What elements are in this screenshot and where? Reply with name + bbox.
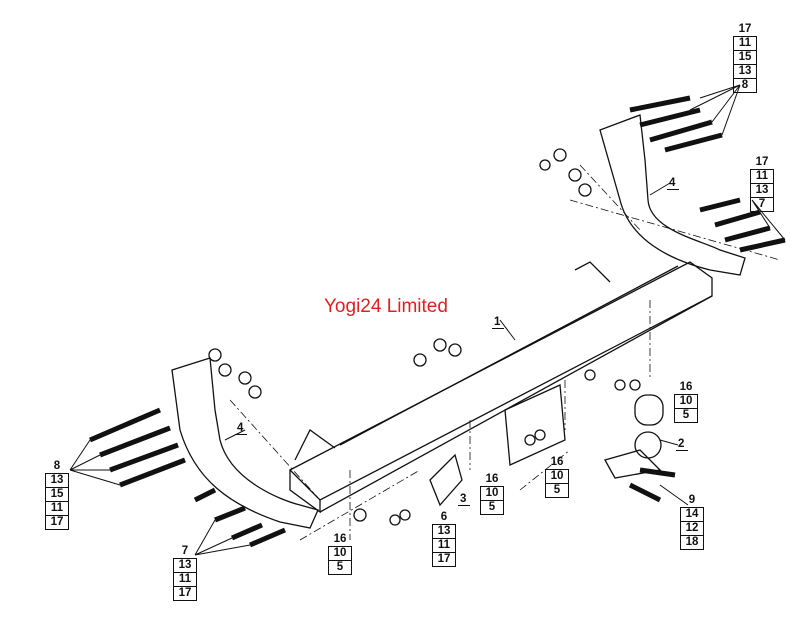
stack-item: 12 bbox=[680, 522, 704, 536]
stack-item: 11 bbox=[45, 502, 69, 516]
bracket-left bbox=[171, 357, 319, 529]
stack-item: 15 bbox=[733, 51, 757, 65]
stack-item: 16 bbox=[545, 456, 569, 470]
stack-item: 11 bbox=[432, 539, 456, 553]
stack-item: 6 bbox=[432, 511, 456, 525]
stack-item: 17 bbox=[733, 23, 757, 37]
stack-item: 17 bbox=[173, 587, 197, 601]
stack-item: 13 bbox=[432, 525, 456, 539]
stack-item: 13 bbox=[45, 474, 69, 488]
stack-item: 18 bbox=[680, 536, 704, 550]
stack-item: 13 bbox=[733, 65, 757, 79]
bolts bbox=[89, 95, 786, 548]
main-beam bbox=[288, 261, 713, 514]
stack-item: 16 bbox=[674, 381, 698, 395]
stack-item: 17 bbox=[45, 516, 69, 530]
bracket-right bbox=[599, 114, 746, 276]
nuts-washers bbox=[208, 148, 641, 526]
stack-item: 13 bbox=[173, 559, 197, 573]
stack-item: 11 bbox=[173, 573, 197, 587]
stack-item: 10 bbox=[545, 470, 569, 484]
stack-item: 8 bbox=[45, 460, 69, 474]
part-label-bracket-left: 4 bbox=[235, 422, 248, 435]
stack-item: 11 bbox=[733, 37, 757, 51]
stack-item: 5 bbox=[674, 409, 698, 423]
stack-item: 5 bbox=[545, 484, 569, 498]
center-lines bbox=[229, 164, 781, 541]
stack-item: 9 bbox=[680, 494, 704, 508]
stack-item: 13 bbox=[750, 184, 774, 198]
part-label-beam: 1 bbox=[492, 316, 505, 329]
stack-item: 16 bbox=[480, 473, 504, 487]
stack-item: 5 bbox=[480, 501, 504, 515]
stack-item: 10 bbox=[480, 487, 504, 501]
tow-ball bbox=[604, 394, 664, 479]
stack-item: 15 bbox=[45, 488, 69, 502]
stack-item: 16 bbox=[328, 533, 352, 547]
stack-item: 7 bbox=[173, 545, 197, 559]
stack-item: 5 bbox=[328, 561, 352, 575]
stack-item: 8 bbox=[733, 79, 757, 93]
stack-item: 10 bbox=[674, 395, 698, 409]
stack-item: 14 bbox=[680, 508, 704, 522]
socket-plate bbox=[429, 453, 463, 507]
stack-item: 11 bbox=[750, 170, 774, 184]
leader-lines bbox=[69, 84, 786, 556]
part-label-bracket-right: 4 bbox=[667, 177, 680, 190]
stack-item: 17 bbox=[432, 553, 456, 567]
part-label-socket-plate: 3 bbox=[458, 493, 471, 506]
stack-item: 10 bbox=[328, 547, 352, 561]
watermark-text: Yogi24 Limited bbox=[324, 296, 448, 317]
stack-item: 17 bbox=[750, 156, 774, 170]
stack-item: 7 bbox=[750, 198, 774, 212]
part-label-ball: 2 bbox=[676, 438, 689, 451]
